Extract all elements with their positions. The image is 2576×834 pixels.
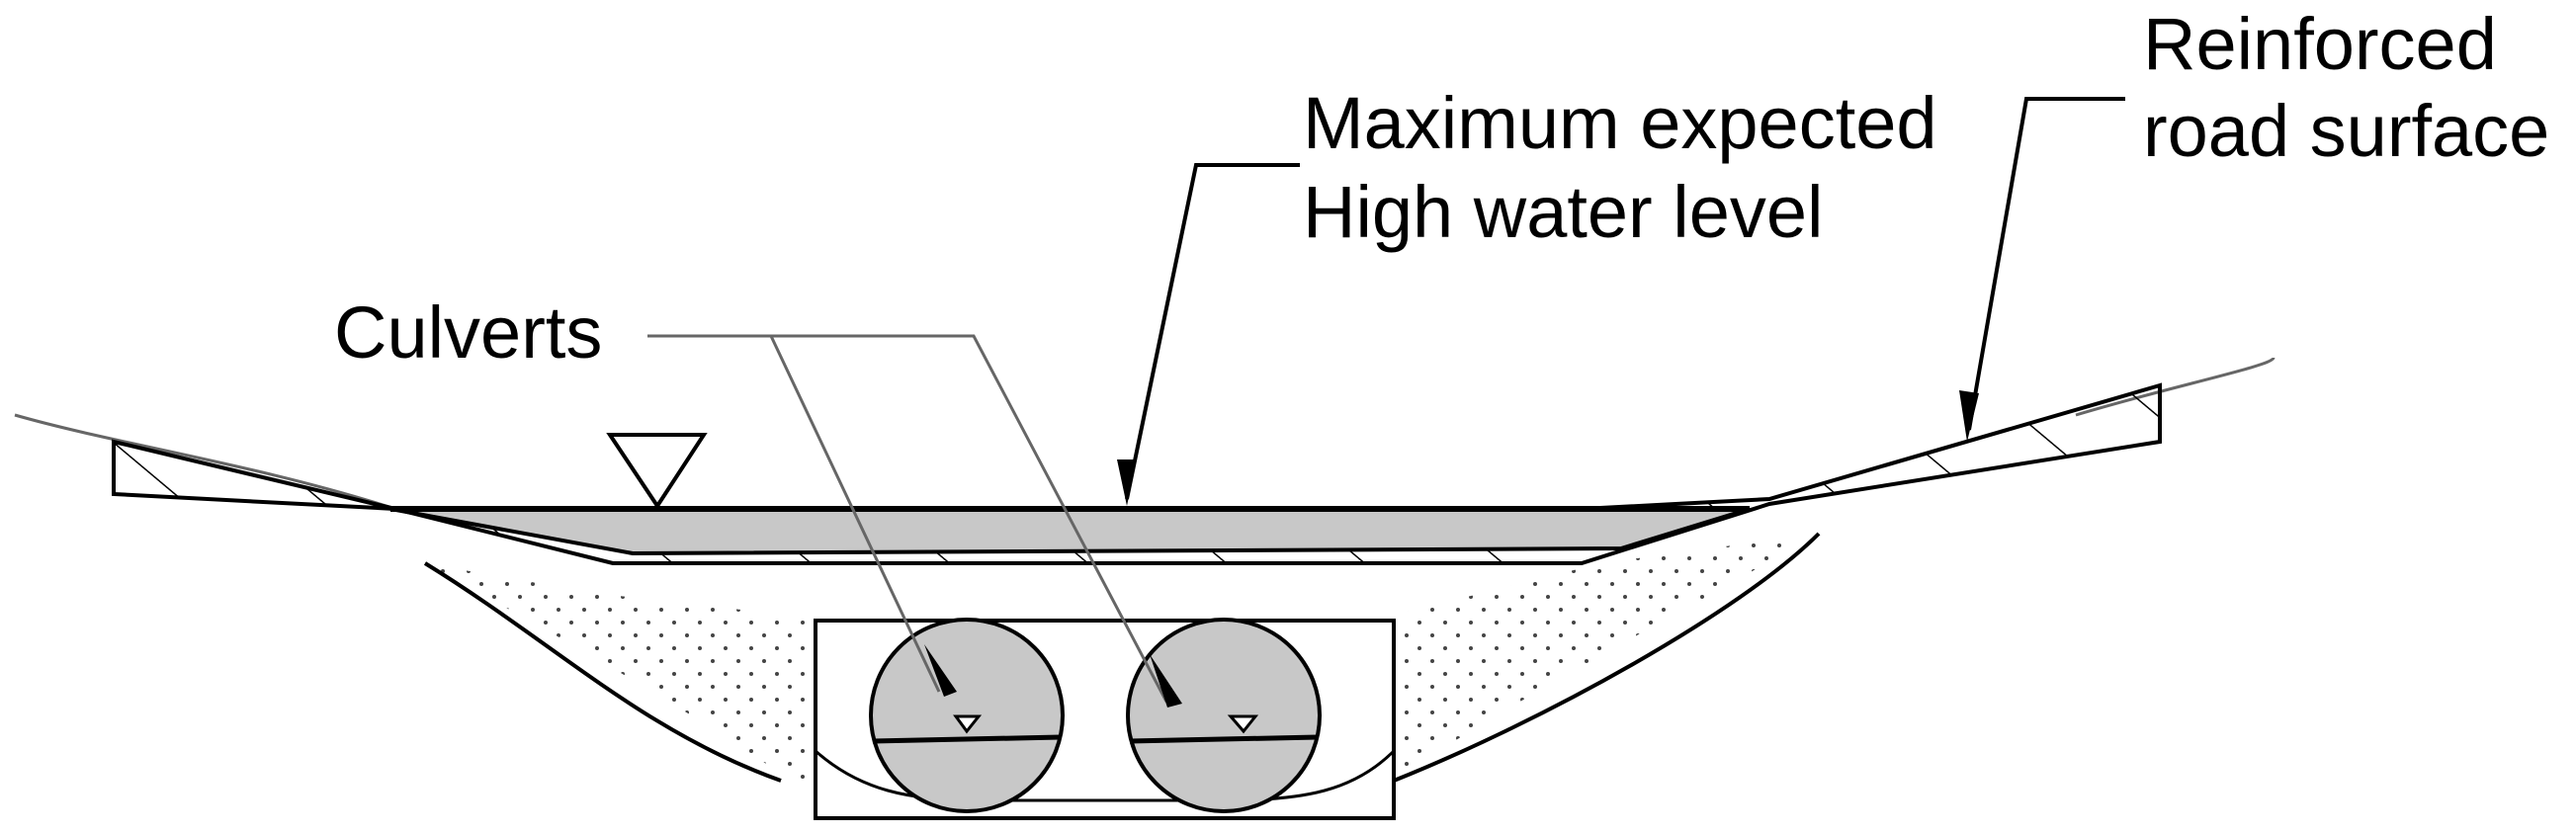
culverts-leader-2: [771, 334, 1168, 703]
culvert-box-bed: [815, 749, 1396, 802]
road-surface-label-line2: road surface: [2143, 90, 2549, 172]
culverts-arrowhead-1: [924, 644, 957, 697]
water-level-arrowhead: [1117, 459, 1137, 506]
water-level-label-line2: High water level: [1303, 171, 1823, 253]
bedding-outline: [423, 532, 1821, 783]
culvert-left-water-line: [872, 734, 1062, 744]
water-level-label-line1: Maximum expected: [1303, 82, 1937, 164]
road-surface-leader: [1967, 97, 2125, 431]
culverts-arrowhead-2: [1150, 654, 1182, 708]
culvert-left-water-level-icon: [953, 714, 983, 734]
culvert-right-water-line: [1129, 734, 1319, 744]
culverts-label: Culverts: [334, 292, 602, 374]
culvert-right-water-level-icon: [1227, 714, 1259, 734]
natural-ground-line: [14, 357, 2275, 511]
water-level-leader: [1125, 163, 1300, 500]
road-surface-arrowhead: [1959, 390, 1979, 442]
culvert-pipe-right: [1126, 618, 1322, 813]
road-surface-label-line1: Reinforced: [2143, 3, 2497, 85]
water-level-triangle-icon: [606, 433, 708, 510]
water-body: [389, 507, 1751, 556]
